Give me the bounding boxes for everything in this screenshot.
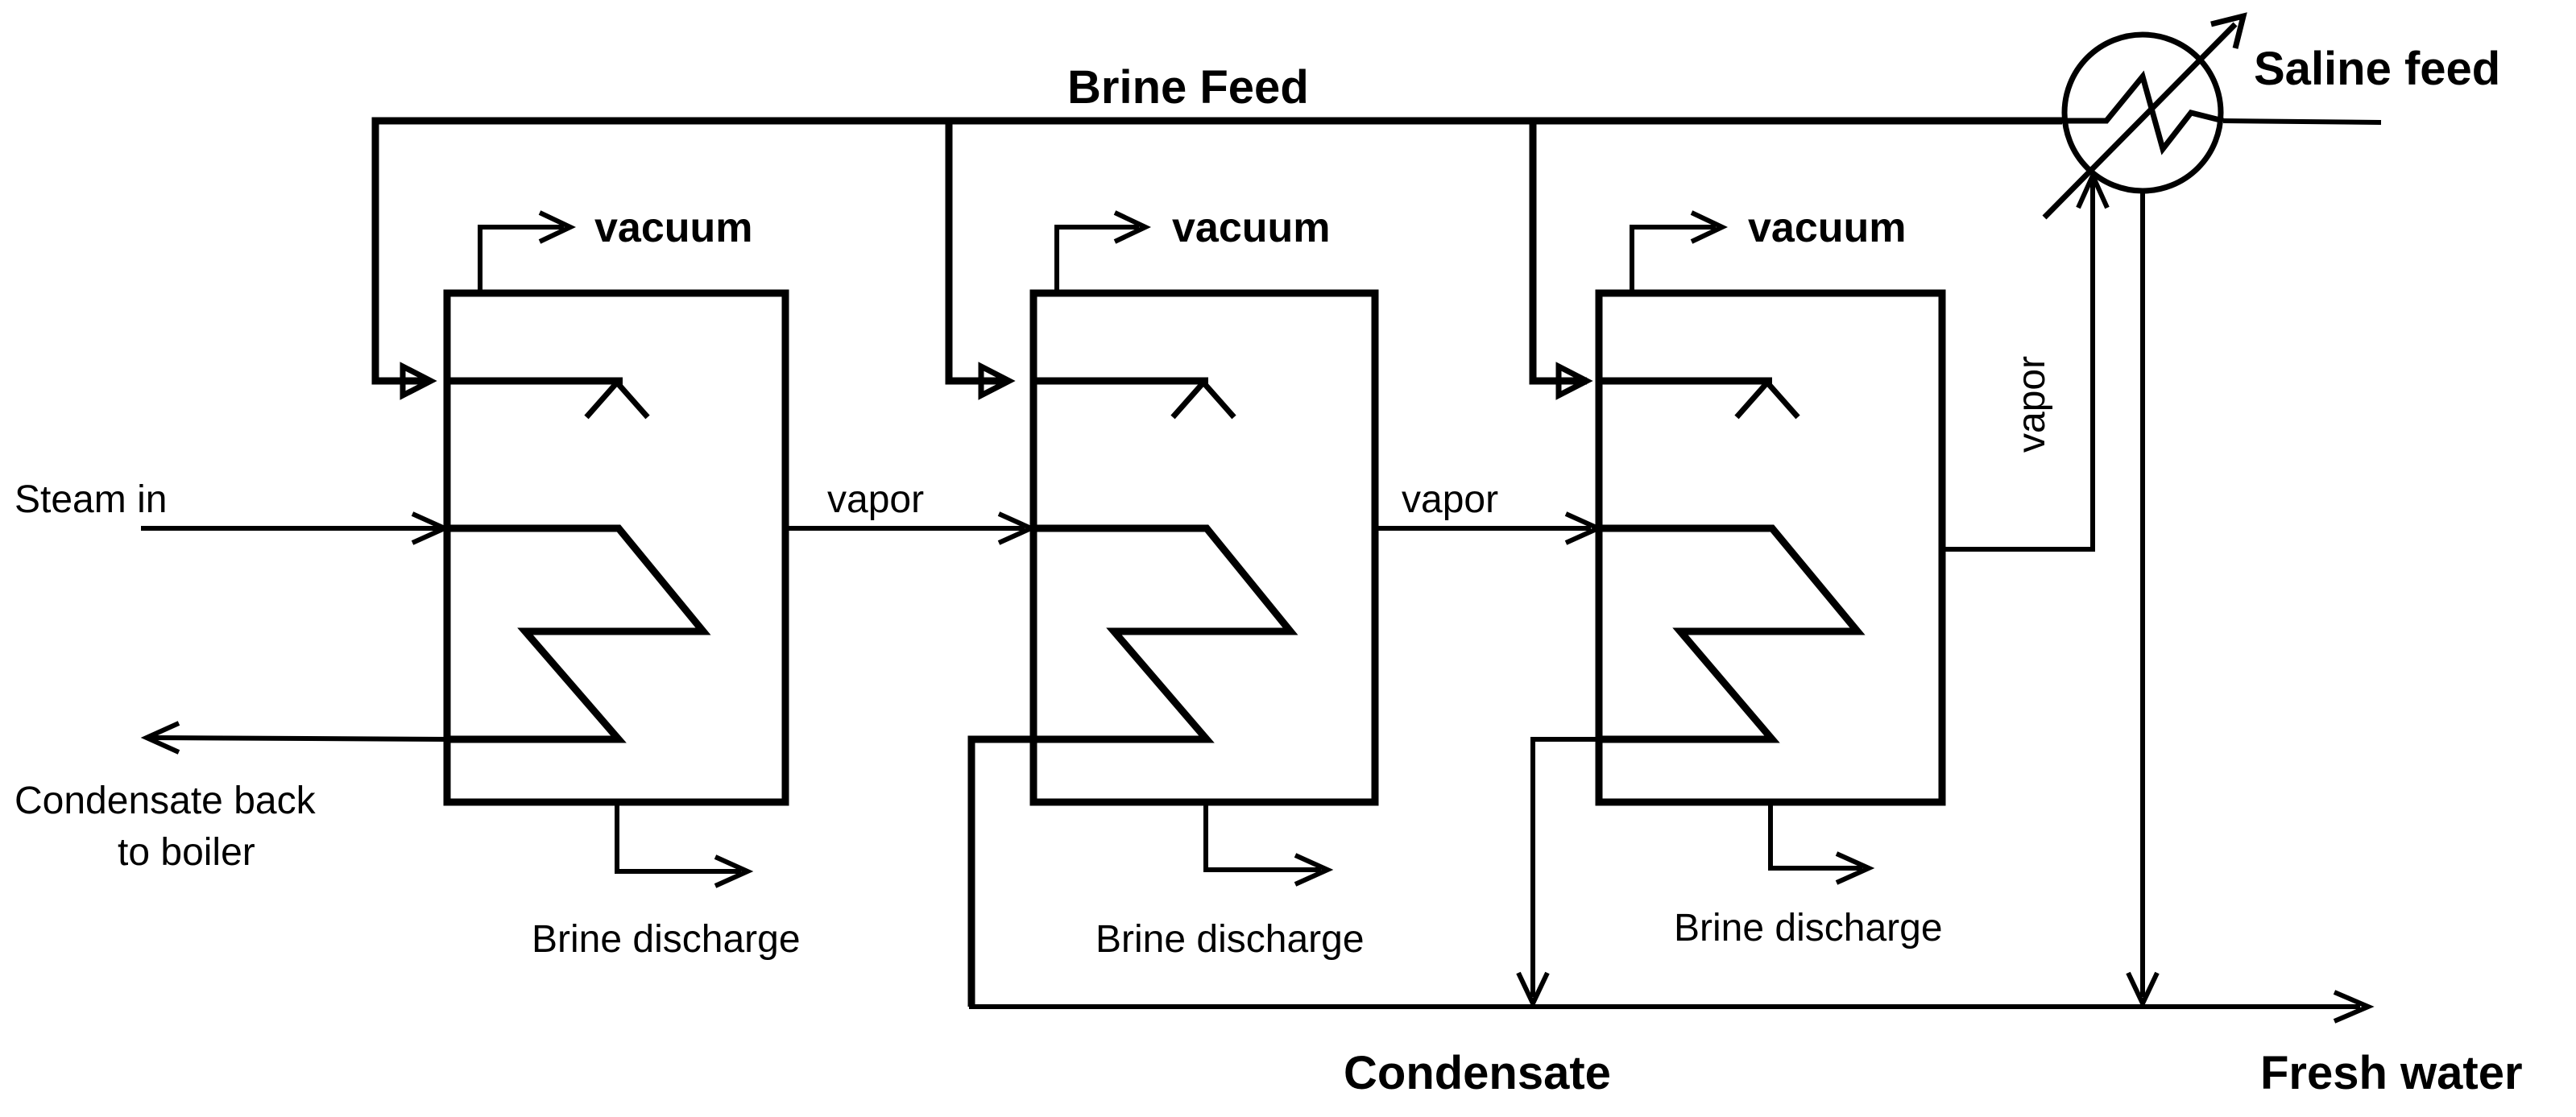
effect-1: [443, 210, 789, 888]
saline-feed-label: Saline feed: [2254, 43, 2500, 95]
effect-1-brine-discharge-label: Brine discharge: [532, 918, 801, 961]
condensate-collection-line: [969, 191, 2375, 1024]
effect-3-vessel: [1595, 289, 1946, 806]
effect-2: [967, 210, 1379, 1007]
saline-feed-line: [2222, 118, 2382, 125]
steam-in-label: Steam in: [14, 478, 167, 521]
vapor-label-3: vapor: [2011, 356, 2053, 453]
effect-2-vacuum-label: vacuum: [1172, 205, 1331, 251]
condensate-back-label-line2: to boiler: [118, 831, 255, 874]
effect-3-vacuum-label: vacuum: [1748, 205, 1907, 251]
effect-3-brine-discharge-label: Brine discharge: [1674, 907, 1943, 949]
effect-3: [1595, 210, 1946, 885]
effect-2-brine-discharge-label: Brine discharge: [1095, 918, 1365, 961]
vapor-line-to-preheater: [1942, 169, 2110, 552]
brine-feed-label: Brine Feed: [1067, 61, 1309, 114]
fresh-water-label: Fresh water: [2260, 1047, 2523, 1099]
vapor-line-2-3: [1375, 511, 1605, 545]
effect-1-vacuum-label: vacuum: [594, 205, 753, 251]
vapor-line-1-2: [785, 511, 1037, 545]
effect-1-vessel: [443, 289, 789, 806]
condensate-back-line: [140, 721, 448, 755]
vapor-label-2: vapor: [1402, 478, 1498, 521]
condensate-back-label-line1: Condensate back: [14, 780, 317, 822]
steam-in-line: [141, 511, 451, 545]
vapor-label-1: vapor: [827, 478, 924, 521]
condensate-label: Condensate: [1344, 1047, 1611, 1099]
effect-2-vessel: [1029, 289, 1379, 806]
preheater-heat-exchanger: [2042, 12, 2247, 220]
brine-feed-header: [371, 117, 2062, 400]
